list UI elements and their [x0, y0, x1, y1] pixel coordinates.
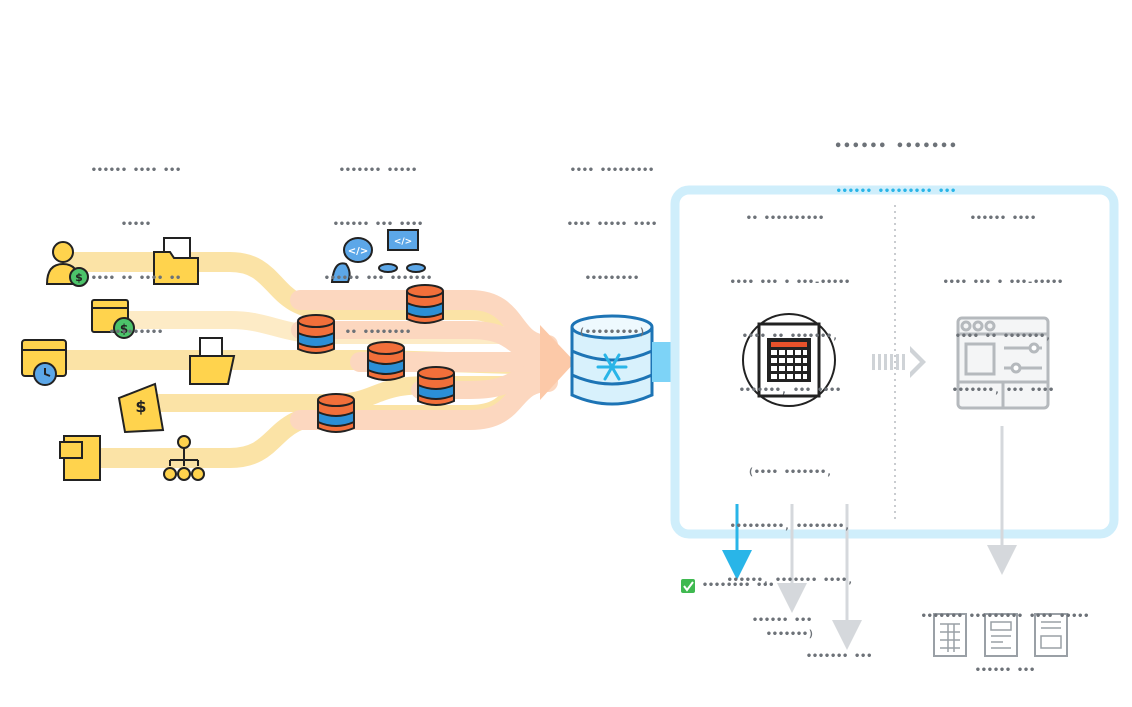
- label-line: •••••• ••• ••••: [332, 219, 424, 230]
- note-line: (•••• •••••••,: [747, 467, 833, 478]
- label-line: •••••••••: [108, 327, 164, 338]
- column-label-pipelines: ••••••• ••••• •••••• ••• •••• •••••• •••…: [290, 126, 466, 360]
- svg-text:$: $: [135, 397, 146, 416]
- right-col-description: •••• ••• • •••-••••• •••• •• •••••••, ••…: [913, 238, 1093, 418]
- database-group: [297, 284, 455, 433]
- left-col-description: •••• ••• • •••-••••• •••• •• •••••••, ••…: [700, 238, 880, 418]
- output-line: •••••• •••: [974, 665, 1036, 676]
- output-b-label: ••••••• •••: [806, 651, 873, 662]
- person-money-icon: $: [45, 241, 89, 287]
- label-line: •••••••••: [584, 273, 640, 284]
- transition-arrow-icon: [872, 346, 926, 378]
- desc-line: •••••••, ••• ••••: [951, 385, 1055, 396]
- database-icon: [367, 341, 405, 381]
- svg-text:$: $: [75, 271, 83, 284]
- note-line: •••••••): [765, 629, 815, 640]
- dashboard-app-icon: [956, 316, 1050, 410]
- check-icon: [681, 579, 695, 593]
- output-line: ••••••• ••••••••• •••• •••••: [920, 611, 1090, 622]
- database-icon: [406, 284, 444, 324]
- column-label-warehouse: •••• ••••••••• •••• ••••• •••• •••••••••…: [532, 126, 692, 360]
- folder-document-icon: [153, 237, 199, 285]
- output-a-label: •••••• •••: [752, 615, 813, 626]
- label-line: (•••••••••): [578, 327, 646, 338]
- desc-line: •••• ••• • •••-•••••: [942, 277, 1064, 288]
- flow-path-peach-1: [290, 290, 558, 355]
- merge-arrow-head: [540, 325, 575, 400]
- desc-line: •••• ••• • •••-•••••: [729, 277, 851, 288]
- left-col-note: (•••• •••••••, •••••••••, ••••••••, ••••…: [700, 428, 880, 662]
- label-line: •••• •• •••• ••: [90, 273, 182, 284]
- label-line: •• ••••••••: [344, 327, 412, 338]
- briefcase-document-icon: [59, 435, 101, 481]
- developer-chat-icon: </>: [330, 237, 373, 283]
- snowflake-database-icon: [570, 314, 654, 406]
- panel-subtitle: •••••• ••••••••• •••: [835, 186, 957, 197]
- left-col-heading: •• ••••••••••: [745, 213, 825, 224]
- report-formula-icon: [1034, 613, 1068, 657]
- flow-path-peach-5: [290, 372, 558, 430]
- note-line: •••••••••, ••••••••,: [729, 521, 851, 532]
- report-layout-icon: [984, 613, 1018, 657]
- database-icon: [297, 314, 335, 354]
- desc-line: •••• •• •••••••,: [954, 331, 1052, 342]
- folder-photo-icon: [189, 337, 236, 385]
- spreadsheet-icon: [742, 313, 836, 407]
- database-icon: [317, 393, 355, 433]
- note-line: ••••••, ••••••• ••••,: [726, 575, 854, 586]
- svg-text:$: $: [120, 322, 128, 336]
- label-line: •••••: [120, 219, 152, 230]
- output-checked-label: •••••••• •••: [702, 580, 775, 591]
- column-label-sources: •••••• •••• ••• ••••• •••• •• •••• •• ••…: [56, 126, 216, 360]
- label-line: ••••••• •••••: [338, 165, 418, 176]
- label-line: •••• ••••• ••••: [566, 219, 658, 230]
- desc-line: •••• •• •••••••,: [741, 331, 839, 342]
- right-col-heading: •••••• ••••: [969, 213, 1037, 224]
- server-code-icon: </>: [378, 229, 426, 273]
- panel-title: •••••• •••••••: [834, 139, 958, 154]
- report-table-icon: [933, 613, 967, 657]
- envelope-money-icon: $: [117, 382, 165, 434]
- label-line: •••• •••••••••: [569, 165, 655, 176]
- calendar-money-icon: $: [91, 299, 135, 339]
- label-line: •••••• •••• •••: [90, 165, 182, 176]
- svg-text:</>: </>: [394, 237, 412, 247]
- svg-text:</>: </>: [348, 246, 368, 257]
- org-chart-icon: [163, 435, 205, 481]
- label-line: •••••• ••• •••••••: [323, 273, 433, 284]
- schedule-clock-icon: [21, 339, 67, 386]
- output-right-label: ••••••• ••••••••• •••• ••••• •••••• •••: [880, 572, 1130, 698]
- database-icon: [417, 366, 455, 406]
- flow-path-peach-4: [411, 363, 557, 399]
- desc-line: •••••••, ••• ••••: [738, 385, 842, 396]
